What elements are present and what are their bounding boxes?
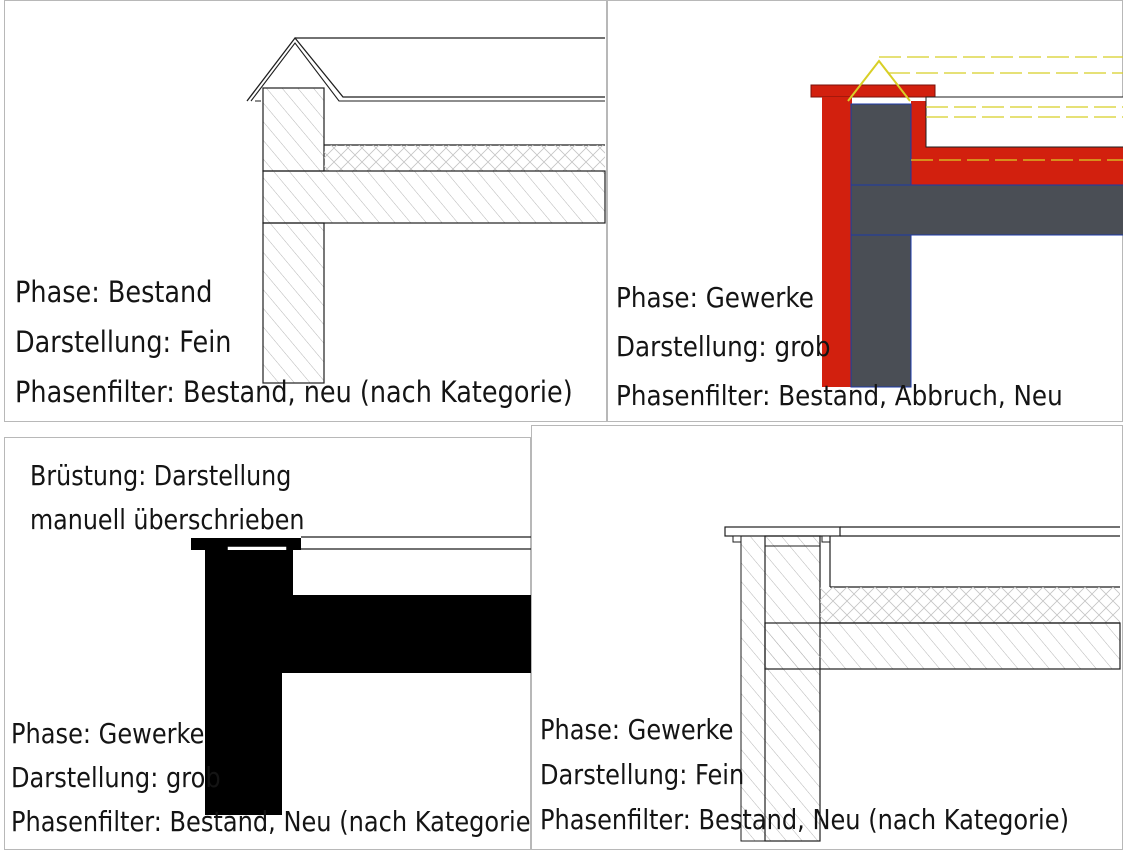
display-line: Darstellung: grob <box>11 761 221 794</box>
roof-slab <box>764 622 1121 670</box>
existing-wall <box>850 103 912 388</box>
display-line: Darstellung: Fein <box>540 758 745 791</box>
phase-info-top-left: Phase: Bestand Darstellung: Fein Phasenf… <box>15 278 573 407</box>
panel-top-right: Phase: Gewerke Darstellung: grob Phasenf… <box>607 0 1123 422</box>
parapet-cap <box>724 526 841 537</box>
parapet-cap-inner <box>250 42 605 102</box>
panel-bottom-right: Phase: Gewerke Darstellung: Fein Phasenf… <box>531 425 1123 850</box>
display-line: Darstellung: Fein <box>15 325 232 359</box>
phase-info-top-right: Phase: Gewerke Darstellung: grob Phasenf… <box>616 284 1063 410</box>
note-line: Brüstung: Darstellung <box>30 459 292 492</box>
phase-line: Phase: Gewerke <box>11 717 205 750</box>
parapet-cap <box>246 36 605 102</box>
parapet-wall <box>262 87 325 172</box>
display-line: Darstellung: grob <box>616 330 831 363</box>
section-drawing-bottom-right <box>724 526 1121 842</box>
section-drawing-top-left <box>246 36 606 384</box>
phase-line: Phase: Bestand <box>15 275 213 309</box>
section-drawing-top-right <box>810 56 1123 388</box>
solid-section <box>205 550 532 815</box>
filter-line: Phasenfilter: Bestand, Neu (nach Kategor… <box>540 803 1069 836</box>
section-drawing-bottom-left <box>191 536 532 815</box>
phase-line: Phase: Gewerke <box>540 713 734 746</box>
phase-info-bottom-left: Phase: Gewerke Darstellung: grob Phasenf… <box>11 720 540 836</box>
exterior-wall <box>764 535 821 842</box>
phase-info-bottom-right: Phase: Gewerke Darstellung: Fein Phasenf… <box>540 716 1069 834</box>
panel-bottom-left: Brüstung: Darstellung manuell überschrie… <box>4 437 540 850</box>
insulation-layer <box>324 145 605 171</box>
note-line: manuell überschrieben <box>30 503 305 536</box>
new-cap-outline <box>847 59 911 102</box>
override-note: Brüstung: Darstellung manuell überschrie… <box>30 459 304 536</box>
panel-top-left: Phase: Bestand Darstellung: Fein Phasenf… <box>4 0 607 422</box>
existing-slab <box>850 184 1123 236</box>
filter-line: Phasenfilter: Bestand, Neu (nach Kategor… <box>11 805 540 838</box>
phase-line: Phase: Gewerke <box>616 281 814 314</box>
demolition-wall <box>822 97 852 387</box>
roof-slab <box>262 170 606 224</box>
exterior-wall <box>262 222 325 384</box>
filter-line: Phasenfilter: Bestand, neu (nach Kategor… <box>15 375 573 409</box>
filter-line: Phasenfilter: Bestand, Abbruch, Neu <box>616 379 1063 412</box>
insulation-layer <box>820 587 1120 623</box>
demolition-cap <box>810 84 936 98</box>
